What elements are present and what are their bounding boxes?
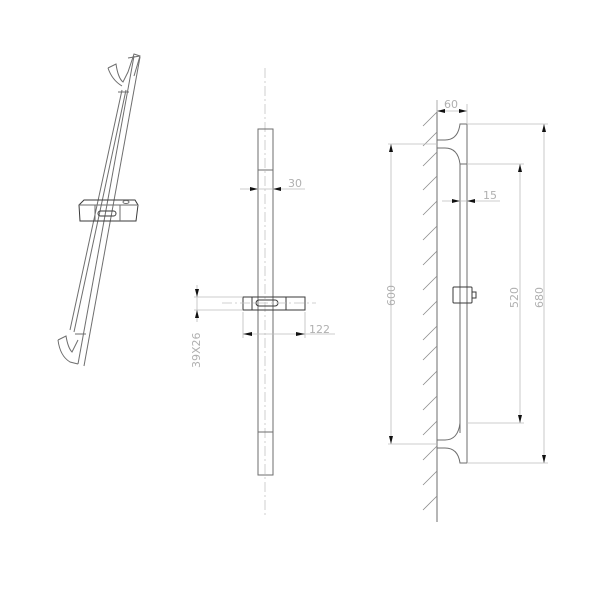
front-view: 30 122 39X26 (190, 68, 335, 515)
dim-text-15: 15 (483, 189, 497, 202)
dim-text-520: 520 (508, 287, 521, 308)
dim-rail-width: 30 (240, 177, 305, 191)
side-view: 60 15 600 520 (385, 98, 548, 522)
dim-holder-width: 122 (242, 312, 335, 338)
dim-wall-offset: 60 (436, 98, 468, 124)
dim-text-680: 680 (533, 287, 546, 308)
dim-rail-depth: 15 (442, 189, 500, 203)
dim-holder-section: 39X26 (190, 285, 243, 368)
dim-slide-length: 520 (467, 163, 524, 424)
dim-mount-spacing: 600 (385, 143, 437, 445)
holder-side (452, 286, 473, 304)
dim-text-39x26: 39X26 (190, 332, 203, 368)
dim-text-30: 30 (288, 177, 302, 190)
isometric-view (57, 53, 141, 367)
holder-outline (242, 296, 306, 311)
dim-text-122: 122 (309, 323, 330, 336)
wall-hatching (422, 111, 438, 511)
dim-text-60: 60 (444, 98, 458, 111)
rail-outline (257, 128, 274, 476)
dim-overall-length: 680 (467, 123, 548, 464)
dim-text-600: 600 (385, 285, 398, 306)
